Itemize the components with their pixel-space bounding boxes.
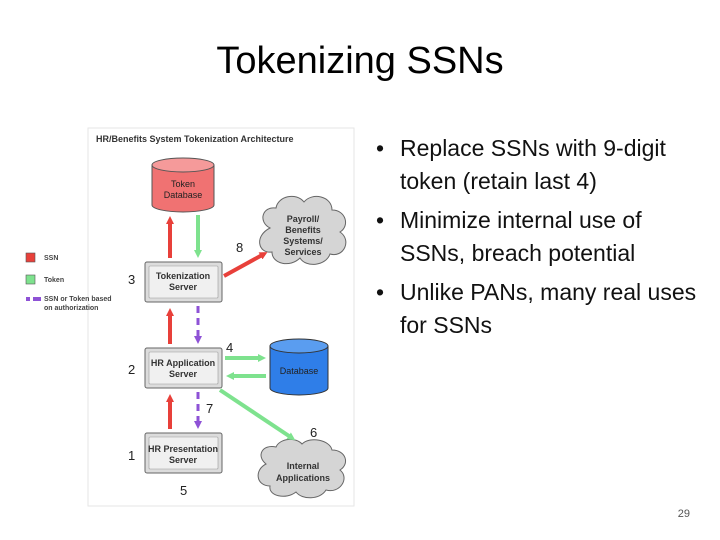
payroll-cloud-line1: Payroll/ [287,214,320,224]
internal-cloud-line1: Internal [287,461,320,471]
hr-app-server-line1: HR Application [151,358,215,368]
arrow-ssn-to-payroll [223,252,268,278]
payroll-cloud-line2: Benefits [285,225,321,235]
step-number-5: 5 [180,483,187,498]
bullet-item: Minimize internal use of SSNs, breach po… [372,204,702,270]
payroll-cloud: Payroll/ Benefits Systems/ Services [259,195,347,265]
arrow-token-to-internal-apps [218,388,296,441]
tokenization-server-line1: Tokenization [156,271,210,281]
diagram-title: HR/Benefits System Tokenization Architec… [96,134,294,144]
token-database-label-line1: Token [171,179,195,189]
payroll-cloud-line3: Systems/ [283,236,323,246]
hr-app-server-line2: Server [169,369,198,379]
legend-label-ssn: SSN [44,255,58,262]
legend-label-mixed-line2: on authorization [44,305,98,312]
slide-title: Tokenizing SSNs [216,40,504,82]
token-database-label-line2: Database [164,190,203,200]
tokenization-server-line2: Server [169,282,198,292]
step-number-8: 8 [236,240,243,255]
legend: SSN Token SSN or Token based on authoriz… [25,252,112,312]
legend-swatch-mixed-2 [33,297,41,301]
step-number-4: 4 [226,340,233,355]
legend-swatch-mixed-1 [26,297,30,301]
bullet-item: Replace SSNs with 9-digit token (retain … [372,132,702,198]
internal-cloud-line2: Applications [276,473,330,483]
legend-swatch-ssn [25,252,36,263]
token-database: Token Database [151,157,215,213]
step-number-6: 6 [310,425,317,440]
bullet-list: Replace SSNs with 9-digit token (retain … [372,132,702,348]
database: Database [269,338,329,396]
payroll-cloud-line4: Services [284,247,321,257]
bullet-item: Unlike PANs, many real uses for SSNs [372,276,702,342]
tokenization-server: Tokenization Server [144,261,223,303]
legend-swatch-token [25,274,36,285]
hr-presentation-server-line2: Server [169,455,198,465]
legend-label-mixed-line1: SSN or Token based [44,296,112,303]
database-label: Database [280,366,319,376]
hr-presentation-server-line1: HR Presentation [148,444,218,454]
page-number: 29 [677,508,690,520]
legend-label-token: Token [44,277,64,284]
hr-application-server: HR Application Server [144,347,223,389]
step-number-1: 1 [128,448,135,463]
step-number-7: 7 [206,401,213,416]
internal-applications-cloud: Internal Applications [257,439,347,499]
hr-presentation-server: HR Presentation Server [144,432,223,474]
step-number-3: 3 [128,272,135,287]
step-number-2: 2 [128,362,135,377]
